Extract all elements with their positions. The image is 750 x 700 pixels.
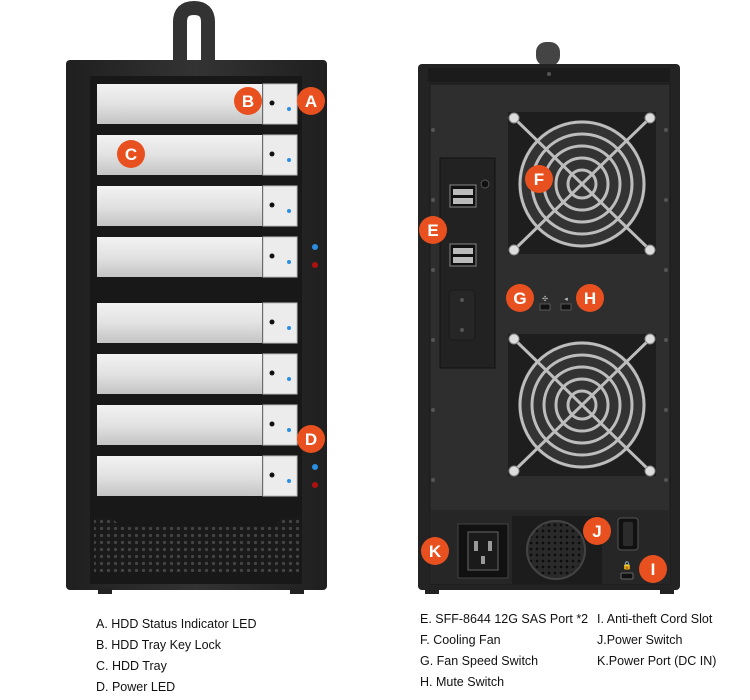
legend-item-j: J.Power Switch [597,633,683,647]
fan-speed-switch[interactable]: ✣ [539,295,551,311]
status-led-icon [287,158,291,162]
legend-item-d: D. Power LED [96,680,176,694]
legend-item-k: K.Power Port (DC IN) [597,654,717,668]
legend-item-e: E. SFF-8644 12G SAS Port *2 [420,612,589,626]
svg-text:I: I [651,560,656,579]
hdd-tray-8[interactable] [97,455,298,497]
power-led-blue-icon [312,244,318,250]
callout-g: G [506,284,534,312]
key-lock-icon [269,151,275,157]
legend-item-f: F. Cooling Fan [420,633,501,647]
legend-item-i: I. Anti-theft Cord Slot [597,612,713,626]
power-led-blue-icon [312,464,318,470]
status-led-icon [287,428,291,432]
lock-icon: 🔒 [622,561,632,570]
key-lock-icon [269,421,275,427]
hdd-tray-3[interactable] [97,185,298,227]
front-view [66,0,327,594]
hdd-tray-1[interactable] [97,83,298,125]
sas-port-2[interactable] [449,243,477,267]
legend-item-h: H. Mute Switch [420,675,505,689]
rear-rivets [431,72,668,482]
front-foot-left [98,588,112,594]
power-led-red-icon [312,262,318,268]
status-led-icon [287,260,291,264]
cooling-fan-2 [508,333,656,477]
legend-rear-right: I. Anti-theft Cord Slot J.Power Switch K… [597,609,716,672]
product-diagram: ✣ ◂ [66,0,680,594]
status-led-icon [287,209,291,213]
rear-view: ✣ ◂ [418,42,680,594]
svg-text:E: E [427,221,438,240]
hdd-tray-7[interactable] [97,404,298,446]
callout-k: K [421,537,449,565]
status-led-icon [287,107,291,111]
callout-a: A [297,87,325,115]
hdd-tray-4[interactable] [97,236,298,278]
legend-front: A. HDD Status Indicator LED B. HDD Tray … [96,614,256,698]
status-led-icon [287,479,291,483]
status-led-icon [287,377,291,381]
legend-item-b: B. HDD Tray Key Lock [96,638,222,652]
callout-j: J [583,517,611,545]
legend-item-g: G. Fan Speed Switch [420,654,539,668]
svg-text:F: F [534,170,544,189]
sas-port-1[interactable] [449,184,477,208]
status-led-icon [287,326,291,330]
callout-f: F [525,165,553,193]
fan-icon: ✣ [542,295,548,303]
front-foot-right [290,588,304,594]
legend-item-a: A. HDD Status Indicator LED [96,617,257,631]
hdd-tray-6[interactable] [97,353,298,395]
svg-text:C: C [125,145,137,164]
front-vent [94,518,300,572]
key-lock-icon [269,100,275,106]
svg-text:H: H [584,289,596,308]
speaker-icon: ◂ [564,295,568,303]
key-lock-icon [269,202,275,208]
power-port[interactable] [457,523,509,579]
svg-text:A: A [305,92,317,111]
power-led-red-icon [312,482,318,488]
callout-i: I [639,555,667,583]
anti-theft-slot[interactable]: 🔒 [620,561,634,580]
callout-b: B [234,87,262,115]
power-switch[interactable] [617,517,639,551]
callout-e: E [419,216,447,244]
rear-handle [536,42,560,66]
callout-h: H [576,284,604,312]
key-lock-icon [269,319,275,325]
legend-item-c: C. HDD Tray [96,659,167,673]
front-handle [173,0,215,62]
callout-c: C [117,140,145,168]
hdd-tray-5[interactable] [97,302,298,344]
key-lock-icon [269,472,275,478]
callout-d: D [297,425,325,453]
legend-rear-left: E. SFF-8644 12G SAS Port *2 F. Cooling F… [420,609,588,693]
cooling-fan-1 [508,112,656,256]
svg-text:K: K [429,542,442,561]
key-lock-icon [269,253,275,259]
mute-switch[interactable]: ◂ [560,295,572,311]
svg-text:J: J [592,522,601,541]
svg-text:D: D [305,430,317,449]
svg-text:G: G [513,289,526,308]
svg-text:B: B [242,92,254,111]
key-lock-icon [269,370,275,376]
